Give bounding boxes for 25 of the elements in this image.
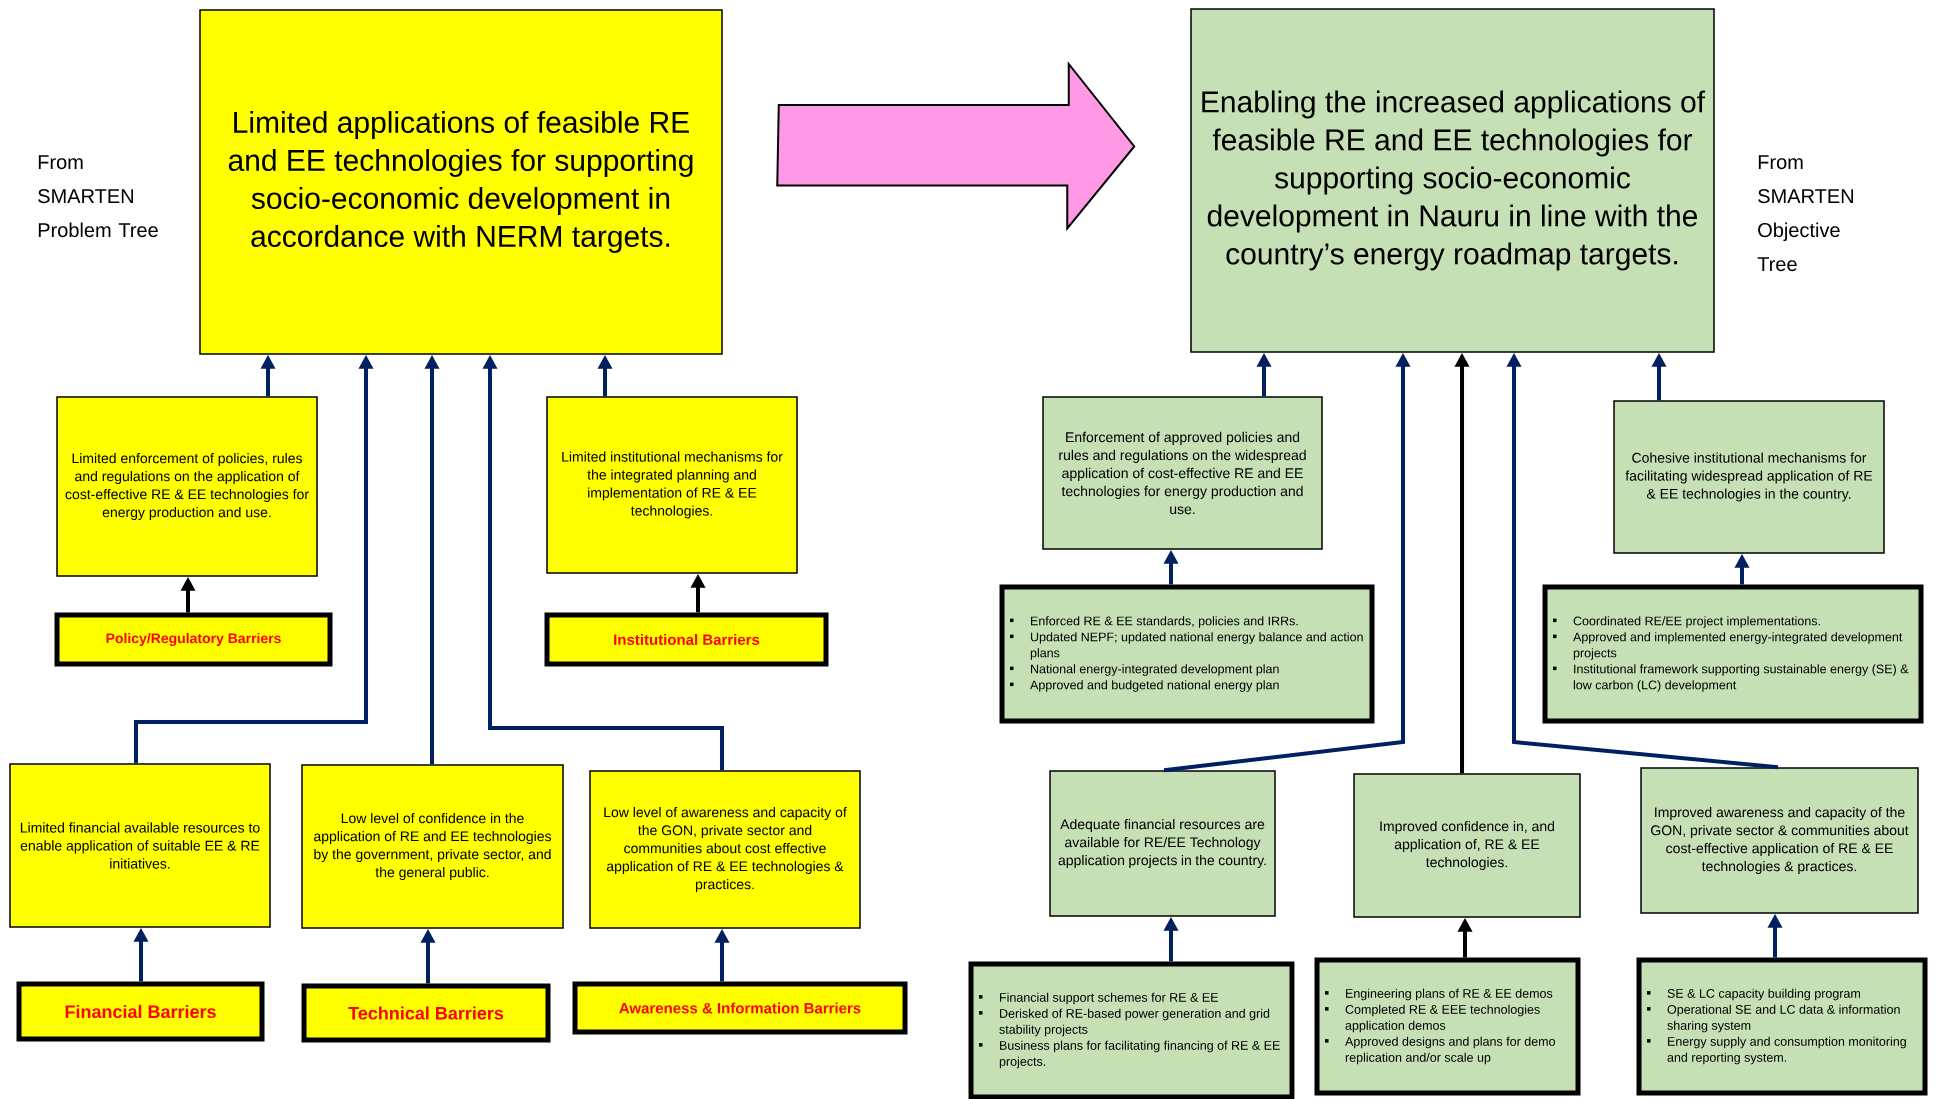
source-note: From SMARTEN Objective Tree xyxy=(1757,155,1853,272)
block-arrow xyxy=(776,61,1136,232)
cause-box: Low level of confidence in the application of RE and EE technologies by the government, private sector, and the general public. xyxy=(301,764,564,929)
cause-box: Limited institutional mechanisms for the integrated planning and implementation of RE & EE technologies. xyxy=(546,396,798,574)
barrier-box: Policy/Regulatory Barriers xyxy=(54,612,333,667)
source-note: From SMARTEN Problem Tree xyxy=(38,155,158,238)
objective-box: Enabling the increased applications of feasible RE and EE technologies for supporting socio-economic development in Nauru in line with the country’s energy roadmap targets. xyxy=(1190,8,1715,353)
outcome-box: Improved awareness and capacity of the GON, private sector & communities about cost-effective application of RE & EE technologies & practices. xyxy=(1640,767,1919,914)
outcome-box: Cohesive institutional mechanisms for facilitating widespread application of RE & EE technologies in the country. xyxy=(1613,400,1885,554)
cause-box: Limited enforcement of policies, rules and regulations on the application of cost-effective RE & EE technologies for energy production and use. xyxy=(56,396,318,577)
outcome-box: Adequate financial resources are available for RE/EE Technology application projects in the country. xyxy=(1049,770,1276,917)
problem-box: Limited applications of feasible RE and EE technologies for supporting socio-economic development in accordance with NERM targets. xyxy=(199,9,723,355)
cause-box: Low level of awareness and capacity of the GON, private sector and communities about cost effective application of RE & EE technologies & practices. xyxy=(589,770,861,929)
barrier-box: Awareness & Information Barriers xyxy=(572,981,908,1035)
cause-box: Limited financial available resources to enable application of suitable EE & RE initiatives. xyxy=(9,763,271,928)
outcome-box: Enforcement of approved policies and rules and regulations on the widespread application of cost-effective RE and EE technologies for energy production and use. xyxy=(1042,396,1323,550)
barrier-box: Technical Barriers xyxy=(301,983,551,1043)
barrier-box: Financial Barriers xyxy=(16,981,265,1042)
output-list-box: Engineering plans of RE & EE demos Completed RE & EEE technologies application demos Approved designs and plans for demo replication and/or scale up xyxy=(1314,957,1581,1096)
barrier-box: Institutional Barriers xyxy=(544,612,829,667)
output-list-box: Financial support schemes for RE & EE Derisked of RE-based power generation and grid stability projects Business plans for facilitating financing of RE & EE projects. xyxy=(968,961,1295,1099)
outcome-box: Improved confidence in, and application of, RE & EE technologies. xyxy=(1353,773,1581,918)
output-list-box: Coordinated RE/EE project implementations. Approved and implemented energy-integrated development projects Institutional framework supporting sustainable energy (SE) & low carbon (LC) development xyxy=(1542,584,1924,724)
output-list-box: Enforced RE & EE standards, policies and IRRs. Updated NEPF; updated national energy balance and action plans National energy-integrated development plan Approved and budgeted national energy plan xyxy=(999,584,1375,724)
output-list-box: SE & LC capacity building program Operational SE and LC data & information sharing system Energy supply and consumption monitoring and reporting system. xyxy=(1636,957,1928,1096)
